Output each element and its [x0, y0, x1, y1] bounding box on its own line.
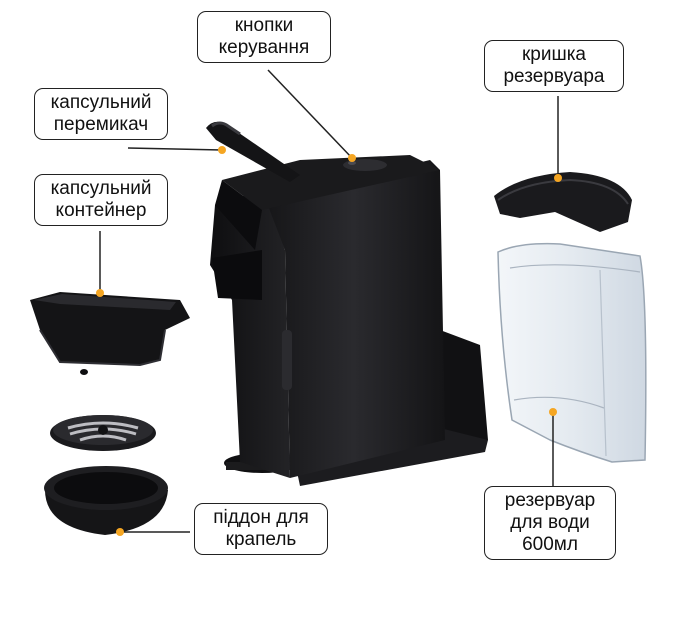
callout-line-3: 600мл: [522, 534, 578, 555]
leader-lines: [99, 69, 559, 533]
callout-line-1: кришка: [521, 44, 587, 65]
callout-line-2: резервуара: [503, 66, 605, 87]
callout-water-tank: резервуар для води 600мл: [484, 486, 616, 560]
callout-line-2: крапель: [225, 529, 297, 550]
capsule-container-part: [30, 292, 190, 375]
callout-tank-lid: кришка резервуара: [484, 40, 624, 92]
callout-capsule-container: капсульний контейнер: [34, 174, 168, 226]
water-tank-part: [497, 242, 647, 463]
marker-control-buttons: [348, 154, 356, 162]
drip-tray-part: [44, 466, 168, 535]
markers: [96, 146, 562, 536]
drip-grid-part: [50, 415, 156, 451]
callout-line-1: піддон для: [213, 507, 309, 528]
marker-capsule-container: [96, 289, 104, 297]
marker-water-tank: [549, 408, 557, 416]
callout-line-1: капсульний: [50, 178, 152, 199]
callout-line-2: перемикач: [53, 114, 149, 135]
marker-capsule-switch: [218, 146, 226, 154]
callout-line-1: кнопки: [234, 15, 294, 36]
coffee-machine: [206, 121, 488, 486]
callout-line-2: для води: [510, 512, 590, 533]
callout-control-buttons: кнопки керування: [197, 11, 331, 63]
marker-drip-tray: [116, 528, 124, 536]
marker-tank-lid: [554, 174, 562, 182]
tank-lid-part: [494, 172, 632, 232]
callout-line-1: капсульний: [50, 92, 152, 113]
callout-line-2: контейнер: [55, 200, 147, 221]
callout-line-2: керування: [218, 37, 310, 58]
callout-capsule-switch: капсульний перемикач: [34, 88, 168, 140]
callout-drip-tray: піддон для крапель: [194, 503, 328, 555]
callout-line-1: резервуар: [504, 490, 596, 511]
